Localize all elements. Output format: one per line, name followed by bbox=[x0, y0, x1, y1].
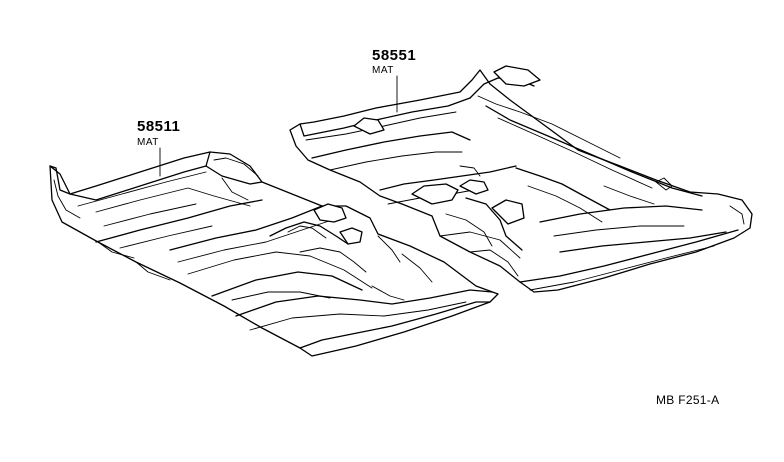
rear-floor-mat-drawing bbox=[289, 65, 753, 293]
drawing-code: MB F251-A bbox=[656, 393, 719, 407]
front-floor-mat-drawing bbox=[49, 151, 499, 357]
part-name-58511: MAT bbox=[137, 137, 159, 148]
part-number-58511: 58511 bbox=[137, 118, 180, 135]
part-name-58551: MAT bbox=[372, 65, 394, 76]
label-58511: 58511 MAT bbox=[137, 118, 180, 177]
label-58551: 58551 MAT bbox=[372, 47, 416, 113]
part-number-58551: 58551 bbox=[372, 47, 416, 64]
